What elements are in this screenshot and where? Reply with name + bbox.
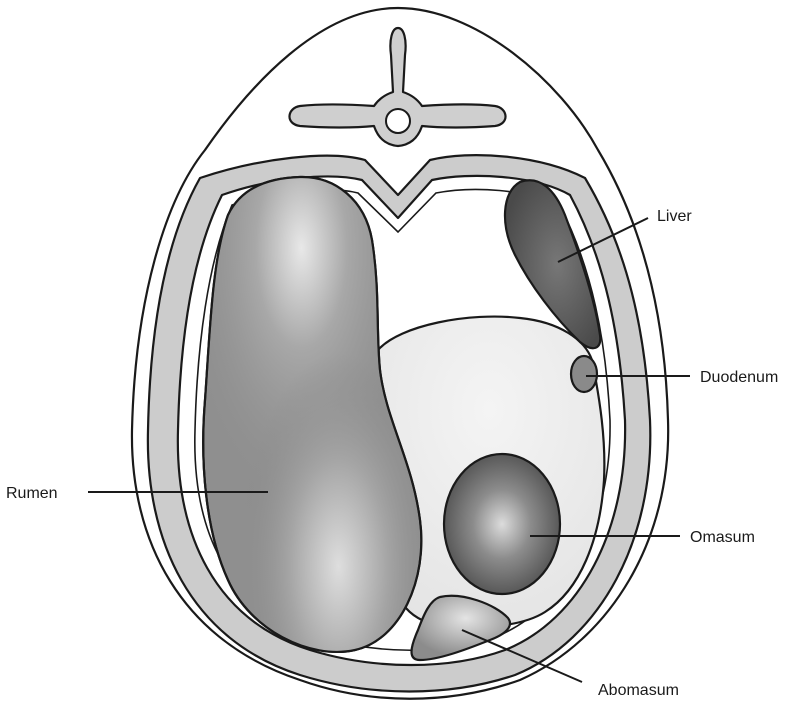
duodenum-label: Duodenum bbox=[700, 369, 778, 386]
abomasum-label: Abomasum bbox=[598, 682, 679, 699]
omasum-label: Omasum bbox=[690, 529, 755, 546]
liver-label: Liver bbox=[657, 208, 692, 225]
omasum-organ bbox=[444, 454, 560, 594]
rumen-label: Rumen bbox=[6, 485, 58, 502]
duodenum-organ bbox=[571, 356, 597, 392]
